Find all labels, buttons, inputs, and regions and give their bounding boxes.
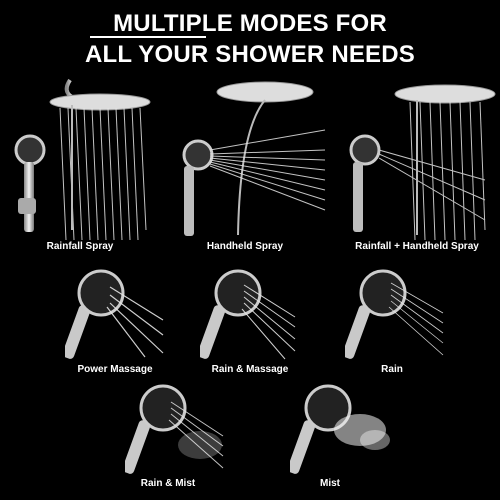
mode-label-power-massage: Power Massage	[77, 364, 153, 375]
mist-image	[290, 380, 390, 475]
mode-label-rainfall-handheld-spray: Rainfall + Handheld Spray	[355, 241, 479, 252]
rainfall-spray-image	[0, 70, 160, 245]
rainfall-spray-illustration	[14, 78, 151, 241]
mode-label-handheld-spray: Handheld Spray	[206, 241, 284, 252]
headline-line-1: MULTIPLE MODES FOR	[113, 10, 387, 37]
power-massage-image	[65, 265, 165, 360]
rain-mist-image	[125, 380, 225, 475]
mode-label-rain-mist: Rain & Mist	[140, 478, 196, 489]
mode-label-rain-massage: Rain & Massage	[211, 364, 289, 375]
headline-line-2: ALL YOUR SHOWER NEEDS	[84, 41, 416, 68]
rain-image	[345, 265, 445, 360]
mode-label-rain: Rain	[381, 364, 403, 375]
handheld-spray-image	[170, 70, 330, 245]
headline-underline	[90, 36, 206, 38]
rainfall-handheld-spray-image	[335, 70, 500, 245]
mode-label-rainfall-spray: Rainfall Spray	[46, 241, 114, 252]
mode-label-mist: Mist	[320, 478, 340, 489]
rain-massage-image	[200, 265, 300, 360]
